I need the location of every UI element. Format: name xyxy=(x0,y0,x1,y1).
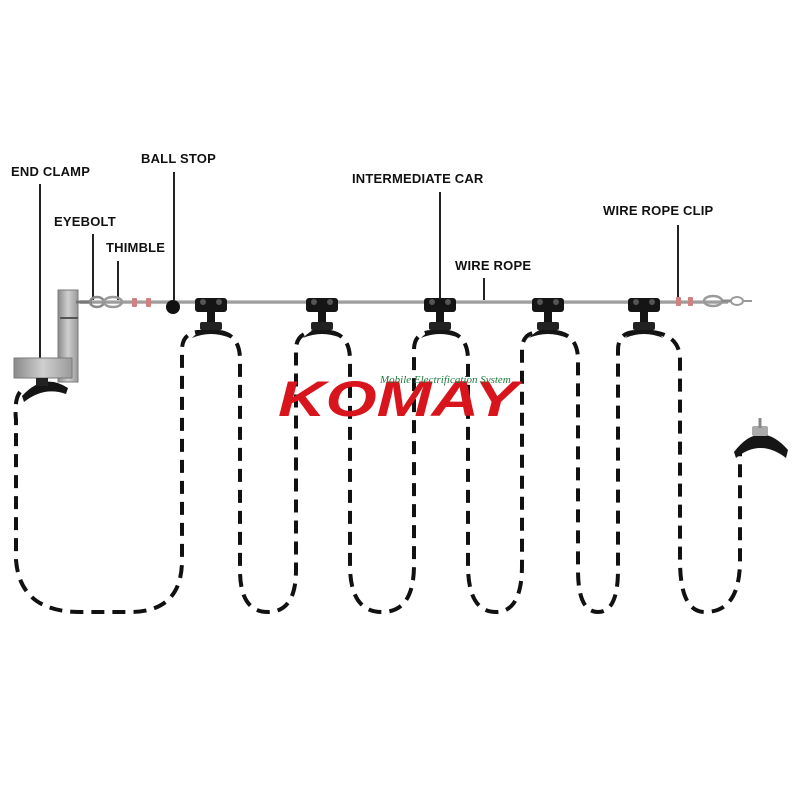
intermediate-cars xyxy=(192,298,663,338)
wire-rope xyxy=(80,300,728,304)
wire-rope-clip-left xyxy=(132,298,151,307)
end-bracket xyxy=(13,289,79,383)
cable-loop xyxy=(329,330,433,615)
thimble xyxy=(102,295,124,309)
end-clamp-label: END CLAMP xyxy=(11,164,90,179)
wire-rope-label: WIRE ROPE xyxy=(455,258,531,273)
logo-tagline: Mobile Electrification System xyxy=(379,374,511,386)
logo-brand: KOMAY xyxy=(278,371,524,427)
komay-logo: KOMAY Mobile Electrification System xyxy=(278,371,524,427)
turnbuckle xyxy=(702,294,752,308)
cable-loop xyxy=(555,330,637,615)
end-clamp-right xyxy=(734,418,788,458)
cable-loop xyxy=(447,330,541,615)
bracket-arm xyxy=(13,357,73,379)
eyebolt-label: EYEBOLT xyxy=(54,214,116,229)
intermediate-car xyxy=(625,298,663,338)
labels: END CLAMP EYEBOLT THIMBLE BALL STOP INTE… xyxy=(11,151,714,273)
ball-stop xyxy=(166,300,180,314)
leader-lines xyxy=(39,172,679,378)
cable-loop xyxy=(219,330,316,615)
intermediate-car-label: INTERMEDIATE CAR xyxy=(352,171,484,186)
wire-rope-clip-label: WIRE ROPE CLIP xyxy=(603,203,714,218)
end-clamp xyxy=(22,378,68,402)
intermediate-car xyxy=(192,298,230,338)
cable-loop xyxy=(13,329,206,614)
wire-rope-clip-right xyxy=(676,297,693,306)
intermediate-car xyxy=(303,298,341,338)
festoon-cable xyxy=(13,329,742,615)
thimble-label: THIMBLE xyxy=(106,240,165,255)
cable-loop xyxy=(651,330,742,615)
intermediate-car xyxy=(421,298,459,338)
intermediate-car xyxy=(529,298,567,338)
ball-stop-label: BALL STOP xyxy=(141,151,216,166)
